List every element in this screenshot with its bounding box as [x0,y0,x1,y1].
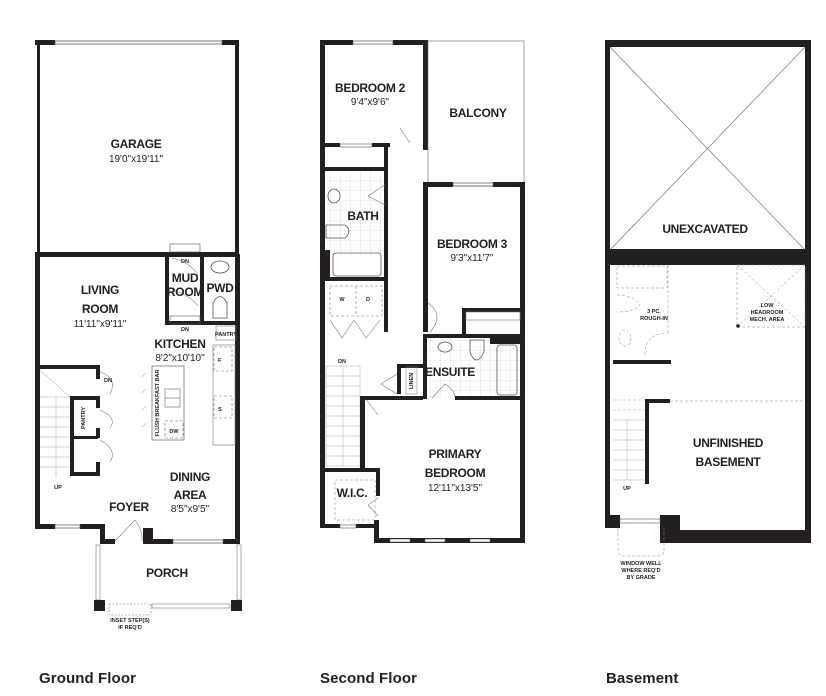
svg-text:8'2"x10'10": 8'2"x10'10" [155,353,205,364]
svg-text:ROOM: ROOM [167,285,203,299]
svg-text:11'11"x9'11": 11'11"x9'11" [74,319,127,330]
room-living: LIVING ROOM 11'11"x9'11" [74,283,127,330]
room-ensuite: ENSUITE [423,334,525,399]
svg-text:BEDROOM: BEDROOM [425,466,486,480]
linen-closet: LINEN [380,364,423,395]
svg-text:12'11"x13'5": 12'11"x13'5" [428,483,483,494]
svg-text:BY GRADE: BY GRADE [627,575,656,581]
svg-text:W.I.C.: W.I.C. [337,486,368,500]
second-floor-plan: BEDROOM 2 9'4"x9'6" BALCONY BATH W D [320,40,525,543]
laundry: W D [329,280,388,339]
svg-text:PRIMARY: PRIMARY [429,447,482,461]
garage-label: GARAGE [111,137,162,151]
svg-text:3 PC.: 3 PC. [647,309,661,315]
svg-text:W: W [339,297,345,303]
room-primary-bedroom: PRIMARY BEDROOM 12'11"x13'5" [365,396,525,543]
svg-text:DINING: DINING [170,470,210,484]
caption-basement: Basement [606,670,679,687]
room-walk-in-closet: W.I.C. [320,468,380,529]
svg-text:ENSUITE: ENSUITE [425,365,475,379]
rough-in-bath: 3 PC. ROUGH-IN [613,265,671,364]
svg-text:F: F [218,358,222,364]
caption-second-floor: Second Floor [320,670,418,687]
svg-text:HEADROOM: HEADROOM [751,310,784,316]
garage-dimensions: 19'0"x19'11" [109,154,164,165]
svg-text:LINEN: LINEN [409,373,415,390]
room-bath: BATH [320,147,388,282]
window-well: WINDOW WELL WHERE REQ'D BY GRADE [617,528,665,581]
room-mudroom: DN DN MUD ROOM [165,243,240,333]
svg-text:INSET STEP(S): INSET STEP(S) [110,618,150,624]
room-balcony: BALCONY [449,106,507,120]
room-dining: DINING AREA 8'5"x9'5" [170,470,211,515]
svg-text:DN: DN [338,359,346,365]
room-bedroom-2: BEDROOM 2 9'4"x9'6" [320,81,411,148]
second-stair: DN [325,359,379,471]
svg-text:BALCONY: BALCONY [449,106,507,120]
svg-text:MUD: MUD [172,271,199,285]
svg-text:IF REQ'D: IF REQ'D [118,625,142,631]
svg-text:D: D [366,297,370,303]
room-bedroom-3: BEDROOM 3 9'3"x11'7" [427,237,525,336]
svg-text:PWD: PWD [206,281,234,295]
room-porch: PORCH INSET STEP(S) IF REQ'D [94,544,242,631]
svg-text:WINDOW WELL: WINDOW WELL [620,561,662,567]
room-kitchen: PANTRY F S DW FLUSH BREAKFAST BAR KITCHE… [141,325,237,446]
svg-text:PANTRY: PANTRY [81,407,87,429]
svg-text:BEDROOM 2: BEDROOM 2 [335,81,406,95]
svg-text:8'5"x9'5": 8'5"x9'5" [171,504,210,515]
svg-text:FOYER: FOYER [109,500,149,514]
svg-text:S: S [218,407,222,413]
svg-text:PANTRY: PANTRY [215,332,237,338]
svg-text:UP: UP [54,485,62,491]
svg-text:DW: DW [169,429,179,435]
ground-floor-plan: GARAGE 19'0"x19'11" DN DN MUD ROOM [35,40,242,631]
svg-text:DN: DN [181,259,189,265]
svg-text:AREA: AREA [174,488,207,502]
svg-text:LIVING: LIVING [81,283,119,297]
svg-text:WHERE REQ'D: WHERE REQ'D [621,568,660,574]
svg-text:DN: DN [104,378,112,384]
svg-text:BEDROOM 3: BEDROOM 3 [437,237,508,251]
svg-text:ROUGH-IN: ROUGH-IN [640,316,668,322]
ground-stair: DN UP PANTRY [39,365,113,491]
room-powder: PWD [206,260,234,319]
basement-stair: UP [613,399,805,492]
svg-text:BATH: BATH [347,209,378,223]
svg-text:MECH. AREA: MECH. AREA [750,317,785,323]
svg-text:9'4"x9'6": 9'4"x9'6" [351,97,390,108]
room-foyer: FOYER [109,500,150,542]
svg-text:KITCHEN: KITCHEN [154,337,205,351]
svg-text:LOW: LOW [761,303,775,309]
basement-plan: UNEXCAVATED 3 PC. ROUGH-IN LOW HEADROOM … [605,40,811,581]
caption-ground-floor: Ground Floor [39,670,137,687]
room-unfinished-basement: UNFINISHED BASEMENT [693,436,764,469]
svg-text:FLUSH BREAKFAST BAR: FLUSH BREAKFAST BAR [155,370,161,437]
svg-text:DN: DN [181,327,189,333]
svg-text:BASEMENT: BASEMENT [696,455,762,469]
svg-text:UP: UP [623,486,631,492]
svg-text:UNEXCAVATED: UNEXCAVATED [662,222,748,236]
svg-text:PORCH: PORCH [146,566,188,580]
svg-text:UNFINISHED: UNFINISHED [693,436,764,450]
room-garage: GARAGE 19'0"x19'11" [35,40,239,257]
room-unexcavated: UNEXCAVATED [609,46,806,251]
mech-area: LOW HEADROOM MECH. AREA [736,264,806,328]
svg-text:9'3"x11'7": 9'3"x11'7" [451,253,494,264]
svg-text:ROOM: ROOM [82,302,118,316]
